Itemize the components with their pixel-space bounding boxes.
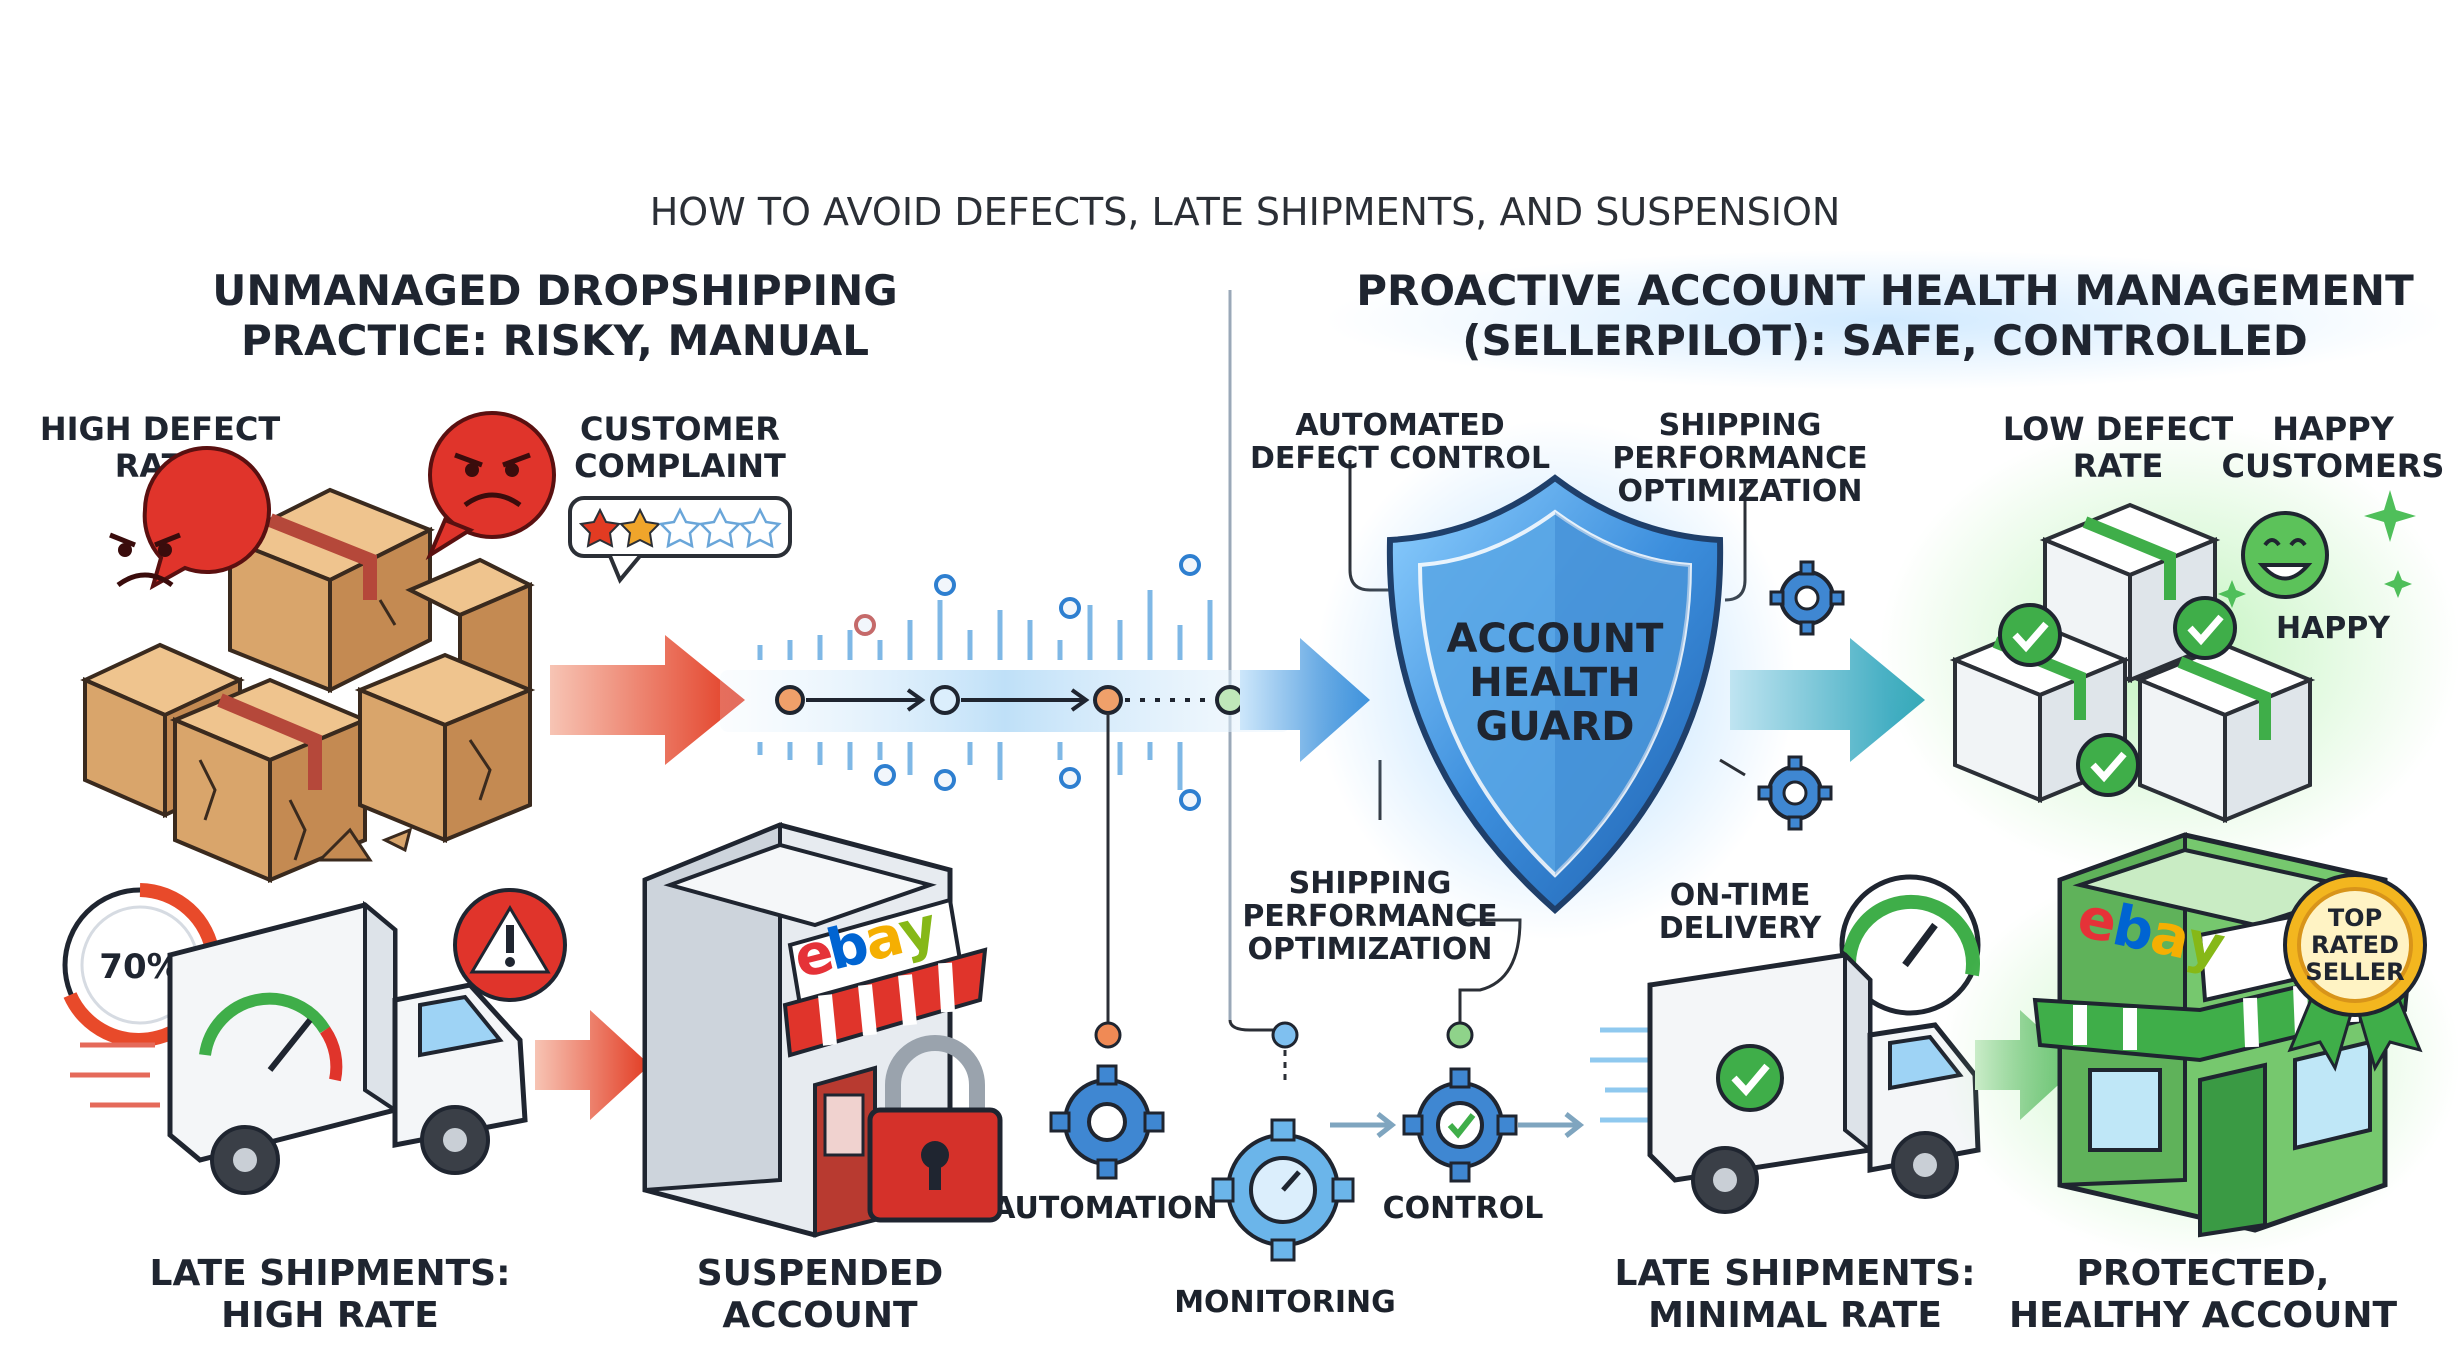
flow-arrow-red	[535, 1010, 650, 1120]
high-defect-label-1: HIGH DEFECT	[40, 410, 281, 448]
auto-defect-label-2: DEFECT CONTROL	[1250, 441, 1550, 476]
protected-label-2: HEALTHY ACCOUNT	[2009, 1295, 2398, 1336]
ship-perf-bottom-2: PERFORMANCE	[1242, 899, 1497, 934]
page-title: HOW TO AVOID DEFECTS, LATE SHIPMENTS, AN…	[650, 190, 1841, 234]
checkmark-icon	[1716, 1044, 1784, 1112]
happy-customers-label-1: HAPPY	[2272, 410, 2394, 448]
customer-complaint-label-1: CUSTOMER	[580, 410, 780, 448]
flow-arrow-teal	[1730, 638, 1925, 762]
angry-face-icon	[109, 446, 271, 591]
gear-icon	[1049, 1064, 1165, 1180]
monitoring-label: MONITORING	[1174, 1285, 1396, 1320]
checkmark-icon	[1447, 1113, 1476, 1139]
badge-label-1: TOP	[2328, 904, 2382, 932]
left-heading-line2: PRACTICE: RISKY, MANUAL	[241, 316, 869, 365]
control-label: CONTROL	[1383, 1191, 1544, 1226]
late-shipments-high-1: LATE SHIPMENTS:	[150, 1253, 511, 1294]
badge-label-2: RATED	[2311, 931, 2399, 959]
gear-icon	[1402, 1067, 1518, 1183]
late-shipments-high-2: HIGH RATE	[221, 1295, 439, 1336]
left-heading-line1: UNMANAGED DROPSHIPPING	[212, 266, 897, 315]
ship-perf-top-1: SHIPPING	[1659, 408, 1822, 443]
gear-icon	[1211, 1118, 1355, 1262]
protected-label-1: PROTECTED,	[2077, 1253, 2330, 1294]
auto-defect-label-1: AUTOMATED	[1295, 408, 1504, 443]
checkmark-icon	[1998, 603, 2062, 667]
shield-label-3: GUARD	[1475, 704, 1634, 750]
shield-label-2: HEALTH	[1469, 660, 1640, 706]
right-heading-line1: PROACTIVE ACCOUNT HEALTH MANAGEMENT	[1356, 266, 2414, 315]
late-delivery-truck	[70, 900, 528, 1195]
flow-arrow-blue	[1240, 638, 1370, 762]
award-badge-icon	[2283, 873, 2427, 1072]
customer-complaint-label-2: COMPLAINT	[574, 447, 786, 485]
connector-node	[1446, 1021, 1474, 1049]
checkmark-icon	[2173, 596, 2237, 660]
sparkle-icon	[2218, 490, 2416, 608]
gear-arrow	[1518, 1112, 1585, 1138]
smiley-face-icon	[2241, 511, 2329, 599]
checkmark-icon	[2076, 733, 2140, 797]
gear-icon	[1757, 755, 1833, 831]
ship-perf-bottom-3: OPTIMIZATION	[1247, 932, 1492, 967]
data-flow-ticks	[757, 590, 1213, 790]
flow-arrow-red	[550, 635, 745, 765]
warning-icon	[453, 888, 567, 1002]
gear-icon	[1769, 560, 1845, 636]
connector-line	[1719, 758, 1746, 777]
low-defect-label-1: LOW DEFECT	[2003, 410, 2234, 448]
happy-customers-label-2: CUSTOMERS	[2222, 447, 2445, 485]
badge-label-3: SELLER	[2305, 958, 2404, 986]
suspended-label-2: ACCOUNT	[722, 1295, 918, 1336]
automation-label: AUTOMATION	[992, 1191, 1218, 1226]
late-rate-value: 70%	[99, 947, 180, 987]
suspended-label-1: SUSPENDED	[697, 1253, 944, 1294]
padlock-icon	[867, 1035, 1003, 1223]
connector-node	[1094, 1021, 1122, 1049]
connector-node	[1271, 1021, 1299, 1049]
ontime-label-2: DELIVERY	[1659, 911, 1823, 946]
star-rating-icon	[578, 507, 782, 549]
late-shipments-minimal-1: LATE SHIPMENTS:	[1615, 1253, 1976, 1294]
store-logo: e b a y	[2072, 885, 2230, 980]
damaged-boxes	[80, 487, 536, 884]
shield-label-1: ACCOUNT	[1447, 616, 1665, 662]
ship-perf-bottom-1: SHIPPING	[1289, 866, 1452, 901]
angry-face-icon	[425, 411, 556, 561]
right-heading-glow	[1325, 250, 2445, 390]
right-heading-line2: (SELLERPILOT): SAFE, CONTROLLED	[1462, 316, 2308, 365]
ontime-label-1: ON-TIME	[1670, 878, 1811, 913]
happy-small-label: HAPPY	[2276, 611, 2391, 646]
gear-arrow	[1330, 1112, 1397, 1138]
late-shipments-minimal-2: MINIMAL RATE	[1648, 1295, 1942, 1336]
ship-perf-top-3: OPTIMIZATION	[1617, 474, 1862, 509]
shield-icon	[1386, 474, 1724, 915]
gauge-icon	[1839, 874, 1981, 1016]
low-defect-label-2: RATE	[2073, 447, 2164, 485]
ship-perf-top-2: PERFORMANCE	[1612, 441, 1867, 476]
